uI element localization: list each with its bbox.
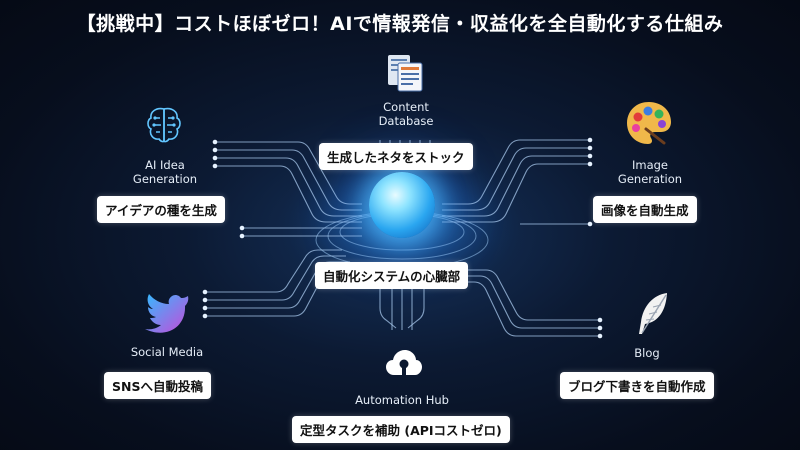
image-generation-label-line1: Image (631, 158, 669, 172)
content-database-tag: 生成したネタをストック (319, 143, 473, 170)
core-tag: 自動化システムの心臓部 (315, 262, 469, 289)
automation-hub-label: Automation Hub (355, 393, 449, 407)
ai-idea-tag: アイデアの種を生成 (97, 196, 225, 223)
automation-hub-tag: 定型タスクを補助 (APIコストゼロ) (292, 416, 510, 443)
blog-tag: ブログ下書きを自動作成 (560, 372, 714, 399)
image-generation-tag: 画像を自動生成 (593, 196, 697, 223)
content-database-label-line2: Database (378, 114, 434, 128)
image-generation-label-line2: Generation (617, 172, 683, 186)
cloud-upload-icon (386, 350, 422, 375)
social-media-label: Social Media (130, 345, 204, 359)
database-icon (388, 55, 423, 92)
page-title: 【挑戦中】コストほぼゼロ！AIで情報発信・収益化を全自動化する仕組み (76, 13, 724, 35)
brain-icon (147, 107, 181, 143)
palette-icon (627, 102, 671, 145)
ai-idea-label-line2: Generation (132, 172, 198, 186)
bird-icon (145, 294, 189, 333)
content-database-label-line1: Content (383, 100, 429, 114)
blog-label: Blog (634, 346, 660, 360)
core-orb (369, 172, 435, 238)
ai-idea-label-line1: AI Idea (145, 158, 185, 172)
feather-icon (639, 293, 667, 334)
social-media-tag: SNSへ自動投稿 (104, 372, 211, 399)
